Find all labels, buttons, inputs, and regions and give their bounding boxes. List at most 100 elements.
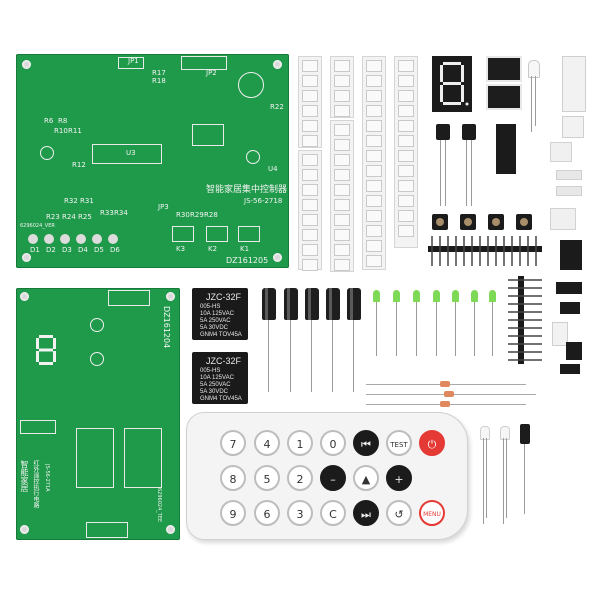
remote-key-test[interactable]: TEST bbox=[386, 430, 412, 456]
relay-spec-line: GNM4 TOV45A bbox=[200, 332, 242, 338]
silk-label: D3 bbox=[62, 246, 72, 254]
cap-lead bbox=[332, 320, 333, 392]
silk-label: R31 bbox=[80, 197, 94, 205]
relay-spec-line: 5A 30VDC bbox=[200, 389, 229, 395]
connector-outline bbox=[86, 522, 128, 538]
silk-label: R6 bbox=[44, 117, 54, 125]
silk-label: D2 bbox=[46, 246, 56, 254]
remote-key-prev[interactable]: ⏮ bbox=[353, 430, 379, 456]
ir-led bbox=[480, 426, 490, 440]
remote-key-7[interactable]: 7 bbox=[220, 430, 246, 456]
tactile-button bbox=[488, 214, 504, 230]
clear-led bbox=[528, 60, 540, 78]
seven-segment-display bbox=[432, 56, 472, 112]
relay-spec-line: 10A 125VAC bbox=[200, 375, 234, 381]
relay-spec-line: 10A 125VAC bbox=[200, 311, 234, 317]
remote-key-8[interactable]: 8 bbox=[220, 465, 246, 491]
remote-key-6[interactable]: 6 bbox=[254, 500, 280, 526]
silk-label: R17 bbox=[152, 69, 166, 77]
board-code: 6296024_VER bbox=[20, 223, 55, 229]
smd-part bbox=[556, 170, 582, 180]
silk-label: D5 bbox=[94, 246, 104, 254]
led-lead bbox=[436, 302, 437, 356]
ic-outline bbox=[20, 420, 56, 434]
remote-key-1[interactable]: 1 bbox=[287, 430, 313, 456]
electrolytic-capacitor bbox=[284, 288, 298, 320]
led-lead bbox=[531, 76, 532, 132]
silk-label: R8 bbox=[58, 117, 68, 125]
mount-hole bbox=[166, 525, 175, 534]
led-lead bbox=[474, 302, 475, 356]
remote-key-back[interactable]: ↺ bbox=[386, 500, 412, 526]
ir-receiver bbox=[436, 124, 450, 140]
electrolytic-capacitor bbox=[326, 288, 340, 320]
component-tape-strip bbox=[330, 56, 354, 118]
remote-key-2[interactable]: 2 bbox=[287, 465, 313, 491]
silk-label: K1 bbox=[240, 245, 250, 253]
mount-hole bbox=[20, 525, 29, 534]
ir-led bbox=[500, 426, 510, 440]
remote-key-c[interactable]: C bbox=[320, 500, 346, 526]
board-subtitle-cn: 红外遥控执行电路 bbox=[32, 460, 39, 508]
remote-key-menu[interactable]: MENU bbox=[419, 500, 445, 526]
component-tape-strip bbox=[330, 120, 354, 272]
led-pad bbox=[44, 234, 54, 244]
small-switch bbox=[566, 342, 582, 360]
smd-ic bbox=[556, 282, 582, 294]
remote-key-up[interactable]: ▲ bbox=[353, 465, 379, 491]
remote-key-power[interactable]: ⏻ bbox=[419, 430, 445, 456]
remote-key-minus[interactable]: – bbox=[320, 465, 346, 491]
remote-key-0[interactable]: 0 bbox=[320, 430, 346, 456]
segment-digit bbox=[440, 62, 469, 106]
board-title-cn: 智能家居集中控制器 bbox=[206, 185, 288, 195]
diode-body bbox=[444, 391, 454, 397]
small-switch bbox=[560, 364, 580, 374]
tactile-button bbox=[516, 214, 532, 230]
remote-key-5[interactable]: 5 bbox=[254, 465, 280, 491]
header-outline bbox=[118, 57, 144, 69]
led-lead bbox=[416, 302, 417, 356]
led-lead bbox=[535, 76, 536, 126]
silk-label: D1 bbox=[30, 246, 40, 254]
electrolytic-capacitor bbox=[305, 288, 319, 320]
relay-spec-line: 005-HS bbox=[200, 368, 221, 374]
ir-led-lead bbox=[483, 438, 484, 524]
led-pad bbox=[108, 234, 118, 244]
relay-title: JZC-32F bbox=[206, 356, 242, 366]
silk-label: JP2 bbox=[206, 69, 217, 77]
green-led bbox=[413, 290, 420, 302]
led-pad bbox=[76, 234, 86, 244]
silk-label: R23 bbox=[46, 213, 60, 221]
silk-label: R32 bbox=[64, 197, 78, 205]
silk-label: R11 bbox=[68, 127, 82, 135]
relay: JZC-32F 005-HS 10A 125VAC 5A 250VAC 5A 3… bbox=[192, 288, 248, 340]
relay-spec-line: GNM4 TOV45A bbox=[200, 396, 242, 402]
remote-key-next[interactable]: ⏭ bbox=[353, 500, 379, 526]
remote-key-9[interactable]: 9 bbox=[220, 500, 246, 526]
green-led bbox=[393, 290, 400, 302]
mount-hole bbox=[22, 253, 31, 262]
green-led bbox=[489, 290, 496, 302]
ic-module bbox=[486, 56, 522, 82]
diode-body bbox=[440, 381, 450, 387]
header-outline bbox=[181, 56, 227, 70]
ir-lead bbox=[440, 140, 441, 206]
small-switch bbox=[552, 322, 568, 346]
mount-hole bbox=[20, 292, 29, 301]
remote-key-4[interactable]: 4 bbox=[254, 430, 280, 456]
tactile-button bbox=[432, 214, 448, 230]
cap-lead bbox=[311, 320, 312, 392]
relay-spec: 005-HS 10A 125VAC 5A 250VAC 5A 30VDC GNM… bbox=[200, 304, 248, 339]
dip-ic bbox=[496, 124, 516, 174]
remote-key-plus[interactable]: + bbox=[386, 465, 412, 491]
mount-hole bbox=[273, 253, 282, 262]
component-tape-strip bbox=[362, 56, 386, 270]
led-pad bbox=[28, 234, 38, 244]
relay-spec: 005-HS 10A 125VAC 5A 250VAC 5A 30VDC GNM… bbox=[200, 368, 248, 403]
silk-label: D6 bbox=[110, 246, 120, 254]
led-lead bbox=[492, 302, 493, 356]
cap-lead bbox=[268, 320, 269, 392]
electrolytic-footprint bbox=[238, 72, 264, 98]
remote-key-3[interactable]: 3 bbox=[287, 500, 313, 526]
crystal-footprint bbox=[246, 150, 260, 164]
